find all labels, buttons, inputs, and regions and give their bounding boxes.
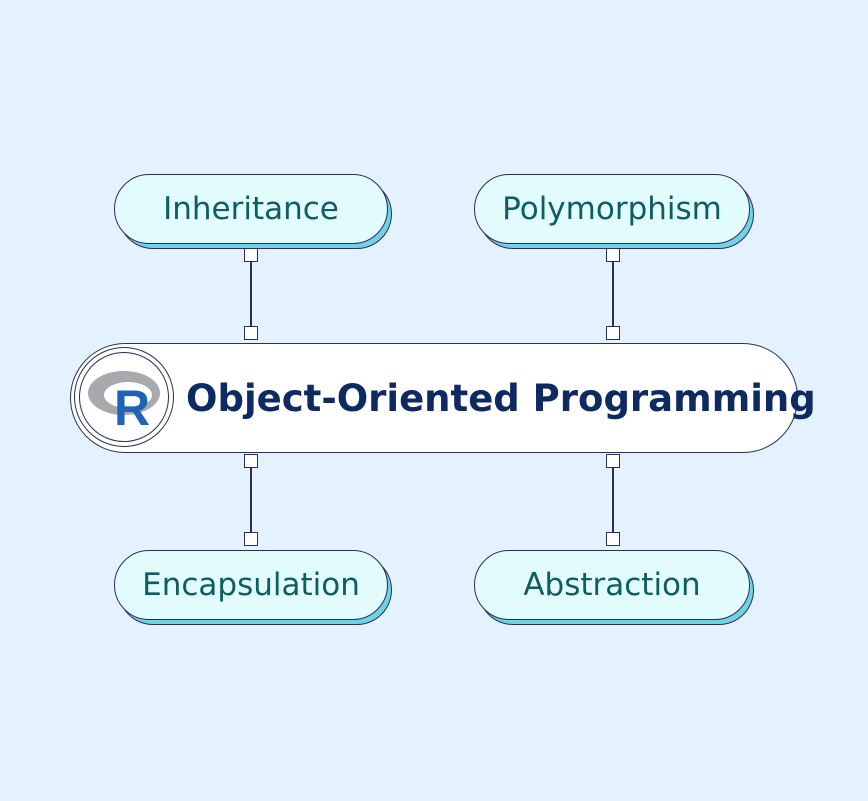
node-inheritance: Inheritance bbox=[114, 174, 388, 244]
connector-handle bbox=[606, 532, 620, 546]
connector-handle bbox=[606, 326, 620, 340]
node-label: Polymorphism bbox=[502, 191, 722, 227]
connector-handle bbox=[244, 248, 258, 262]
connector-line bbox=[612, 461, 614, 541]
node-label: Encapsulation bbox=[142, 567, 360, 603]
connector-line bbox=[250, 461, 252, 541]
connector-line bbox=[612, 255, 614, 335]
svg-text:R: R bbox=[114, 380, 150, 436]
node-label: Abstraction bbox=[523, 567, 701, 603]
central-title: Object-Oriented Programming bbox=[186, 376, 816, 420]
node-encapsulation: Encapsulation bbox=[114, 550, 388, 620]
connector-handle bbox=[244, 326, 258, 340]
node-label: Inheritance bbox=[163, 191, 339, 227]
central-node bbox=[70, 343, 798, 453]
r-logo-icon: R bbox=[74, 347, 174, 447]
node-polymorphism: Polymorphism bbox=[474, 174, 750, 244]
connector-handle bbox=[244, 454, 258, 468]
connector-handle bbox=[244, 532, 258, 546]
connector-line bbox=[250, 255, 252, 335]
connector-handle bbox=[606, 248, 620, 262]
connector-handle bbox=[606, 454, 620, 468]
node-abstraction: Abstraction bbox=[474, 550, 750, 620]
